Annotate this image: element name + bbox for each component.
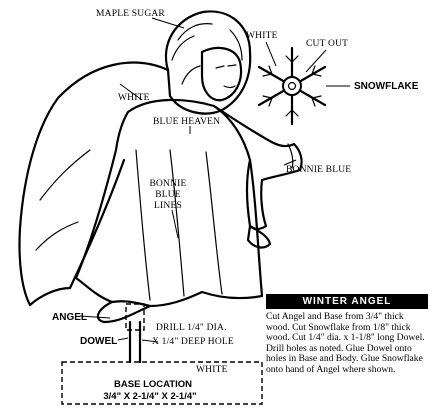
- dress-line: [135, 149, 151, 301]
- instructions-title: WINTER ANGEL: [266, 294, 428, 309]
- instructions-text: Cut Angel and Base from 3/4" thick wood.…: [266, 311, 425, 375]
- label-cut-out: CUT OUT: [306, 39, 348, 49]
- instructions-panel: WINTER ANGEL Cut Angel and Base from 3/4…: [266, 294, 428, 376]
- label-snowflake: SNOWFLAKE: [354, 81, 419, 92]
- label-base-1: BASE LOCATION: [114, 379, 192, 390]
- label-blue-heaven: BLUE HEAVEN: [153, 117, 220, 127]
- angel-body: [74, 98, 264, 308]
- label-dowel: DOWEL: [80, 336, 117, 347]
- label-drill-2: X 1/4" DEEP HOLE: [152, 337, 234, 347]
- angel-face: [200, 46, 243, 102]
- label-drill-1: DRILL 1/4" DIA.: [156, 323, 227, 333]
- angel-feet: [96, 300, 152, 324]
- angel-lower-hand: [246, 224, 272, 249]
- label-lines-2: BLUE: [155, 190, 181, 200]
- label-bonnie-blue: BONNIE BLUE: [286, 165, 351, 175]
- label-white-wing: WHITE: [118, 93, 150, 103]
- base-location: [61, 361, 263, 405]
- dress-line: [205, 151, 223, 295]
- dress-line: [169, 149, 185, 297]
- label-base-2: 3/4" X 2-1/4" X 2-1/4": [103, 391, 196, 402]
- label-white-base: WHITE: [196, 365, 228, 375]
- label-white-top: WHITE: [246, 31, 278, 41]
- angel-hair: [164, 10, 252, 115]
- label-lines-3: LINES: [154, 201, 182, 211]
- snowflake-shape: [257, 46, 327, 126]
- label-lines-1: BONNIE: [149, 179, 186, 189]
- label-maple-sugar: MAPLE SUGAR: [96, 9, 165, 19]
- drill-hole: [125, 303, 145, 331]
- label-angel: ANGEL: [52, 312, 87, 323]
